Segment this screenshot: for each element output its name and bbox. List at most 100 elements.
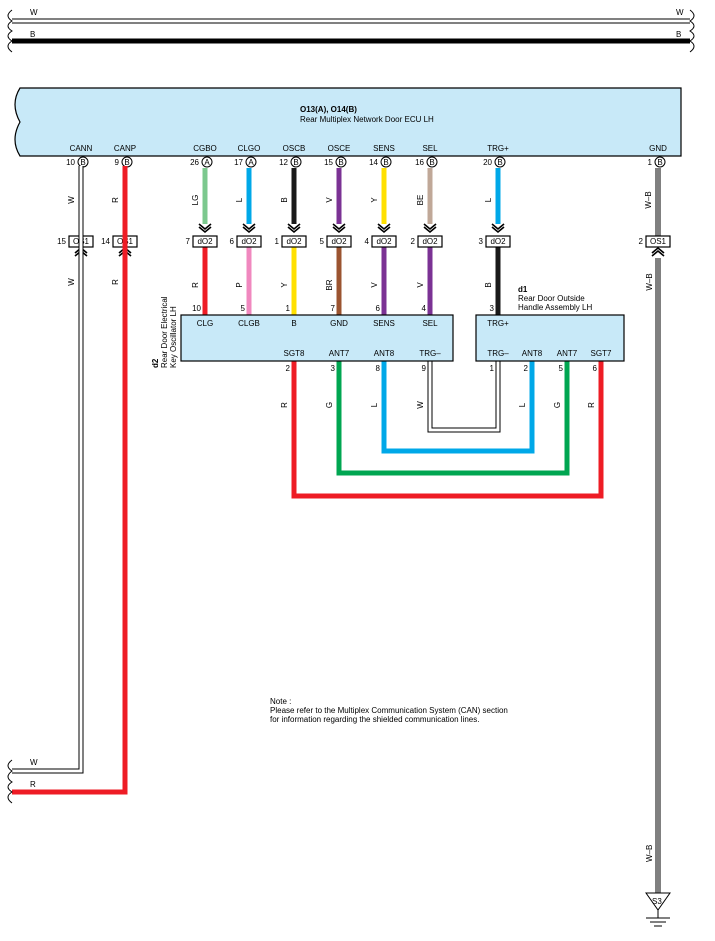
oscillator-pin-name: B: [291, 319, 296, 328]
note-block: Note : Please refer to the Multiplex Com…: [270, 697, 508, 724]
lower-wire-label: BR: [325, 279, 334, 290]
connector-box: [417, 235, 443, 248]
ecu-pin-conn-circle: [426, 156, 438, 168]
ecu-name: Rear Multiplex Network Door ECU LH: [300, 115, 434, 124]
ecu-pin-num: 20: [483, 158, 492, 167]
ecu-pin-name: CANP: [114, 144, 136, 153]
connector-num: 2: [411, 237, 416, 246]
ground-id: S3: [652, 897, 662, 906]
upper-wire-label: R: [111, 197, 120, 203]
connector-chevron-down: [491, 223, 505, 231]
ecu-pin-name: TRG+: [487, 144, 509, 153]
oscillator-pin-name: SEL: [422, 319, 438, 328]
handle-box: d1 Rear Door Outside Handle Assembly LH …: [475, 285, 625, 373]
inline-connector: dO2 7: [186, 223, 218, 248]
handle-code: d1: [518, 285, 528, 294]
ecu-pin-name: CLGO: [238, 144, 261, 153]
top-bus-w: W W: [12, 8, 690, 24]
connector-num: 6: [230, 237, 235, 246]
oscillator-box: d2 Rear Door Electrical Key Oscillator L…: [151, 296, 454, 373]
lower-wire-label: B: [484, 282, 493, 287]
oscillator-pin-name: ANT7: [329, 349, 350, 358]
top-bus-b-label-right: B: [676, 30, 681, 39]
ecu-pin-conn: B: [383, 158, 388, 167]
loop-wire-trg: [427, 361, 501, 433]
oscillator-pin-num: 8: [376, 364, 381, 373]
loop-wire-label: R: [280, 402, 289, 408]
ecu-pin-group: CANNB10CANPB9CGBOA26CLGOA17OSCBB12OSCEB1…: [66, 144, 667, 168]
connector-chevron-down: [423, 223, 437, 231]
handle-pin-name: TRG+: [487, 319, 509, 328]
ecu-pin-num: 17: [234, 158, 243, 167]
upper-wire-label: Y: [370, 197, 379, 203]
oscillator-pin-name: ANT8: [374, 349, 395, 358]
loop-wire-label: G: [325, 402, 334, 408]
break-mark-right-top: [689, 9, 695, 53]
upper-wire-label: B: [280, 197, 289, 202]
top-bus-b: B B: [12, 30, 690, 44]
break-mark-left-top: [7, 9, 13, 53]
ecu-pin-name: SENS: [373, 144, 395, 153]
break-mark-left-bottom: [7, 759, 13, 804]
lower-wire-label: P: [235, 282, 244, 287]
loop-wire: [381, 361, 535, 454]
connector-num: 7: [186, 237, 191, 246]
handle-pin-num: 3: [490, 304, 495, 313]
ecu-pin-name: GND: [649, 144, 667, 153]
ecu-pin-conn-circle: [380, 156, 392, 168]
oscillator-pin-group: 10CLG5CLGB1B7GND6SENS4SELSGT82ANT73ANT88…: [192, 304, 441, 373]
connector-chevron-down: [287, 223, 301, 231]
oscillator-pin-name: SENS: [373, 319, 395, 328]
ecu-pin-conn: B: [80, 158, 85, 167]
ecu-pin-conn-circle: [654, 156, 666, 168]
connector-chevron-up: [651, 249, 665, 257]
ecu-pin-name: OSCB: [283, 144, 306, 153]
connector-chevron-down: [242, 223, 256, 231]
lower-wire-label: Y: [280, 282, 289, 288]
ecu-pin-name: CANN: [70, 144, 93, 153]
ecu-pin-num: 9: [115, 158, 120, 167]
ecu-pin-num: 14: [369, 158, 378, 167]
loop-wire-label: W: [416, 401, 425, 409]
lower-wire-label: R: [111, 279, 120, 285]
connector-id: dO2: [286, 237, 302, 246]
connector-id: dO2: [241, 237, 257, 246]
oscillator-pin-name: CLGB: [238, 319, 260, 328]
lower-wire-label: V: [370, 282, 379, 288]
upper-wire-label: W: [67, 196, 76, 204]
ecu-pin-conn: B: [429, 158, 434, 167]
ecu-pin-conn: B: [497, 158, 502, 167]
handle-name-2: Handle Assembly LH: [518, 303, 592, 312]
connector-id: dO2: [197, 237, 213, 246]
connector-chevron-down: [377, 223, 391, 231]
ecu-pin-num: 16: [415, 158, 424, 167]
loop-wire: [291, 361, 604, 499]
oscillator-pin-num: 6: [376, 304, 381, 313]
oscillator-pin-num: 1: [286, 304, 291, 313]
oscillator-pin-num: 5: [241, 304, 246, 313]
connector-num: 2: [639, 237, 644, 246]
ecu-pin-conn-circle: [290, 156, 302, 168]
ecu-title: O13(A), O14(B): [300, 105, 357, 114]
oscillator-pin-name: GND: [330, 319, 348, 328]
ecu-pin-num: 12: [279, 158, 288, 167]
lower-wire-label: R: [191, 282, 200, 288]
ecu-pin-conn: A: [248, 158, 254, 167]
upper-wire-label: LG: [191, 195, 200, 206]
connector-num: 4: [365, 237, 370, 246]
ecu-pin-conn-circle: [494, 156, 506, 168]
ecu-pin-conn: B: [657, 158, 662, 167]
ecu-pin-num: 26: [190, 158, 199, 167]
handle-pin-num: 5: [559, 364, 564, 373]
handle-pin-num: 6: [593, 364, 598, 373]
oscillator-pin-name: TRG–: [419, 349, 441, 358]
connector-box: [485, 235, 511, 248]
ecu-pin-num: 15: [324, 158, 333, 167]
ecu-pin-conn: B: [124, 158, 129, 167]
handle-pin-num: 1: [490, 364, 495, 373]
